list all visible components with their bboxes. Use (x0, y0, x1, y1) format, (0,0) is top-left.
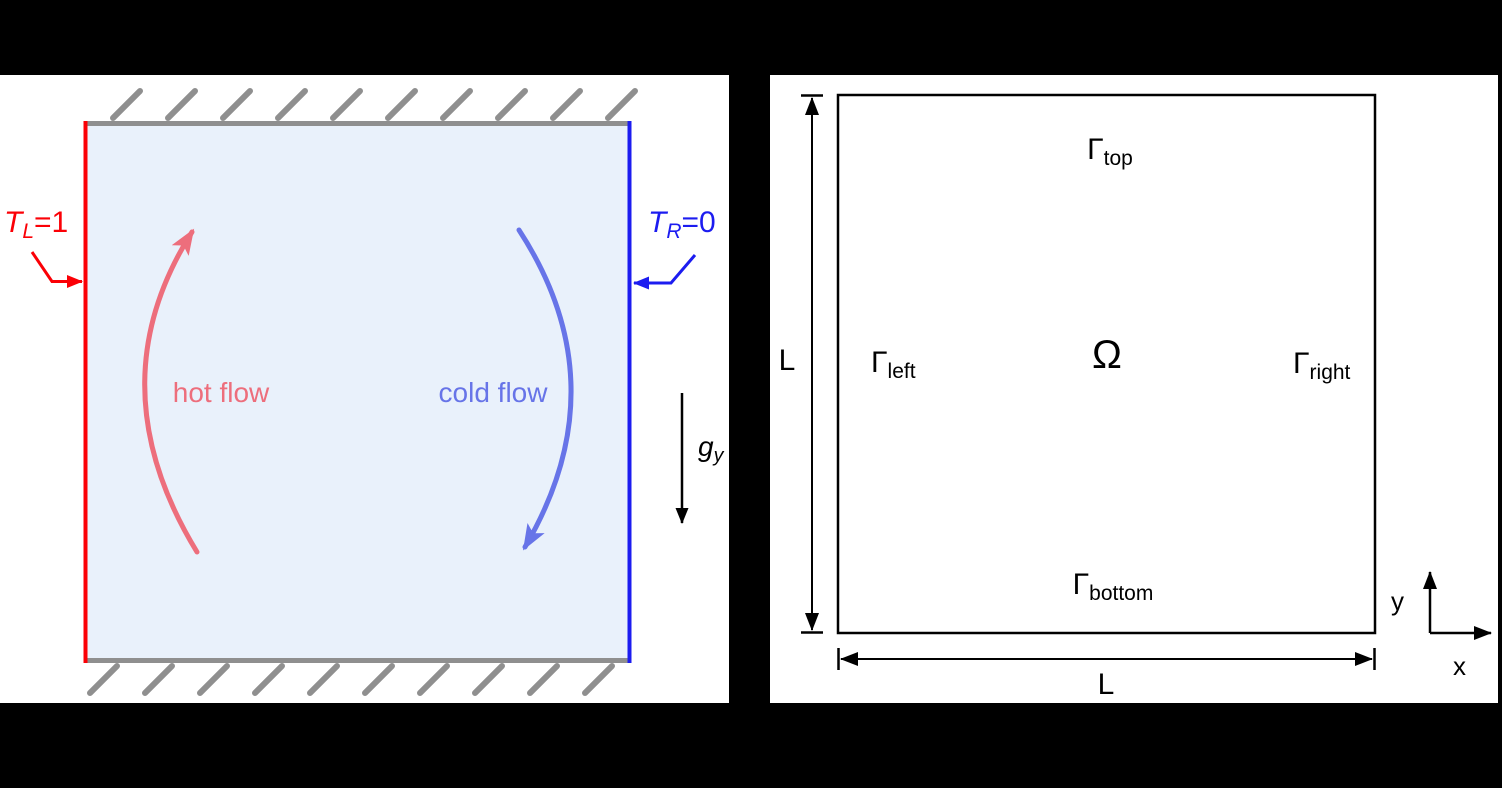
hot-flow-label: hot flow (172, 377, 270, 408)
cavity-diagram (30, 88, 697, 696)
boundary-bottom-label: Γbottom (1072, 568, 1154, 605)
height-dimension-label: L (778, 344, 796, 377)
boundary-top-label: Γtop (1087, 133, 1133, 170)
boundary-left-label: Γleft (871, 346, 916, 383)
x-axis-label: x (1453, 651, 1466, 681)
cold-wall-temperature-label: TR=0 (648, 206, 716, 243)
cavity-interior (84, 121, 630, 663)
domain-label: Ω (1092, 333, 1122, 377)
y-axis-label: y (1391, 586, 1404, 616)
cavity-sketch-panel: TL=1 TR=0 hot flow cold flow gy (0, 75, 729, 703)
cold-flow-label: cold flow (438, 377, 548, 408)
domain-definition-panel: Γtop Γleft Ω Γright Γbottom L L y x (770, 75, 1498, 703)
width-dimension-label: L (1097, 668, 1115, 701)
domain-diagram (801, 93, 1492, 670)
hot-wall-temperature-label: TL=1 (4, 206, 69, 243)
hot-flow-arrow (142, 228, 200, 555)
top-wall-hatching (110, 88, 638, 121)
boundary-right-label: Γright (1293, 347, 1351, 384)
gravity-label: gy (698, 431, 724, 467)
domain-boundary-square (836, 93, 1377, 635)
cold-flow-arrow (516, 227, 574, 551)
cold-wall-leader-arrow (633, 254, 697, 290)
hot-wall-leader-arrow (30, 251, 83, 288)
bottom-wall-hatching (87, 663, 615, 696)
